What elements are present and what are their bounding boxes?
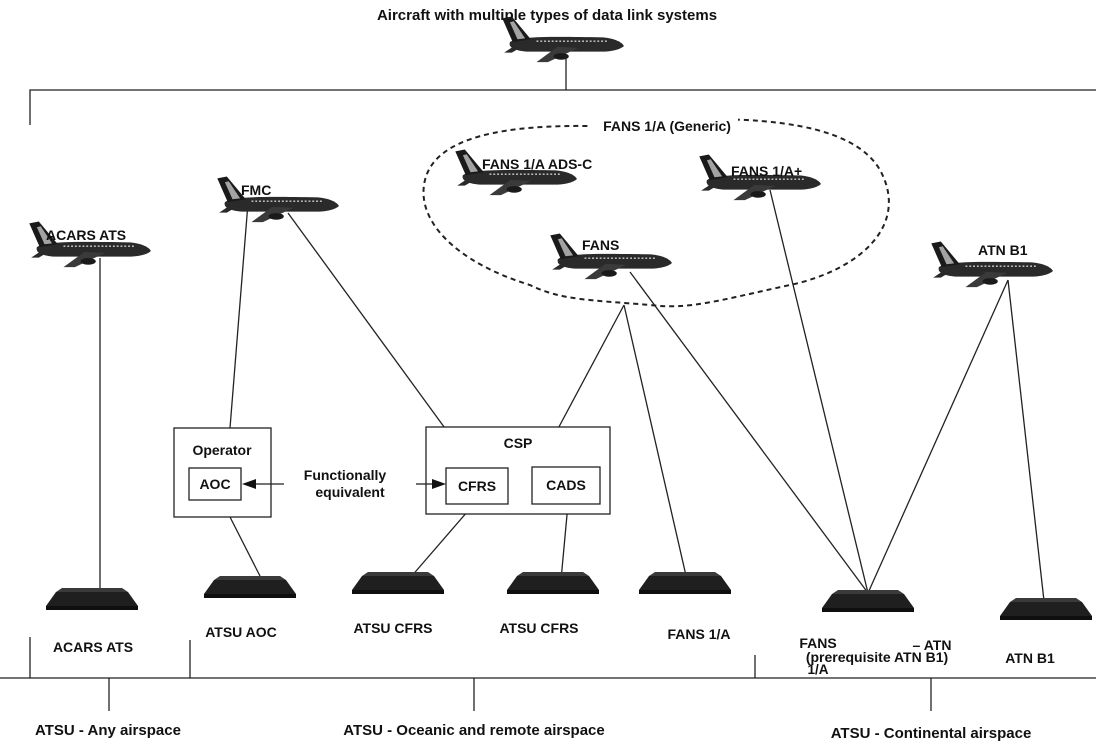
svg-text:FANS 1/A ADS-C: FANS 1/A ADS-C	[482, 156, 592, 172]
ground-label-fans-atn-1b: – ATN	[913, 637, 952, 653]
airspace-continental: ATSU - Continental airspace	[831, 725, 1032, 742]
equivalence-line1: Functionally	[304, 467, 387, 483]
aircraft-fans-plus: FANS 1/A+	[698, 153, 822, 201]
operator-title: Operator	[192, 442, 252, 458]
ground-station-icon	[46, 588, 138, 610]
cfrs-label: CFRS	[458, 478, 496, 494]
ground-label-fans: FANS 1/A	[667, 626, 730, 642]
aoc-box	[188, 467, 242, 501]
ground-label-atsu-cfrs-1: ATSU CFRS	[353, 620, 432, 636]
aircraft-fans-adsc: FANS 1/A ADS-C	[454, 148, 592, 196]
cads-label: CADS	[546, 477, 586, 493]
csp-box: CSP CFRS CADS	[425, 426, 611, 515]
ground-station-icon	[204, 576, 296, 598]
aircraft-fmc: FMC	[216, 175, 340, 223]
fans-generic-group-outline	[422, 118, 890, 308]
ground-station-icon	[352, 572, 444, 594]
aoc-label: AOC	[199, 476, 230, 492]
aircraft-acars: ACARS ATS	[28, 220, 152, 268]
ground-label-atsu-aoc: ATSU AOC	[205, 624, 277, 640]
svg-text:ACARS ATS: ACARS ATS	[46, 227, 126, 243]
diagram-title: Aircraft with multiple types of data lin…	[377, 7, 717, 24]
equivalence-line2: equivalent	[315, 484, 385, 500]
ground-label-fans-atn-2: (prerequisite ATN B1)	[806, 649, 948, 665]
cads-box	[531, 466, 601, 505]
aircraft-atn: ATN B1	[930, 240, 1054, 288]
cfrs-box	[445, 467, 509, 505]
ground-station-icon	[822, 590, 914, 612]
ground-label-fans-atn-1a: FANS	[799, 635, 836, 651]
svg-text:FANS 1/A+: FANS 1/A+	[731, 163, 802, 179]
operator-box: Operator AOC	[173, 427, 272, 518]
ground-label-atsu-cfrs-2: ATSU CFRS	[499, 620, 578, 636]
aircraft-fans: FANS	[549, 232, 673, 280]
airspace-any: ATSU - Any airspace	[35, 722, 181, 739]
csp-title: CSP	[504, 435, 533, 451]
svg-text:FMC: FMC	[241, 182, 271, 198]
ground-label-atn: ATN B1	[1005, 650, 1055, 666]
ground-station-icon	[639, 572, 731, 594]
fans-generic-label: FANS 1/A (Generic)	[603, 118, 731, 134]
ground-station-icon	[507, 572, 599, 594]
airplane-icon	[216, 175, 340, 223]
svg-text:FANS: FANS	[582, 237, 619, 253]
ground-station-icon	[1000, 598, 1092, 620]
svg-text:ATN B1: ATN B1	[978, 242, 1028, 258]
equivalence-arrows: Functionally equivalent	[242, 467, 446, 500]
airspace-oceanic: ATSU - Oceanic and remote airspace	[343, 722, 604, 739]
ground-label-acars: ACARS ATS	[53, 639, 133, 655]
ground-label-fans-atn-3: 1/A	[807, 662, 828, 677]
